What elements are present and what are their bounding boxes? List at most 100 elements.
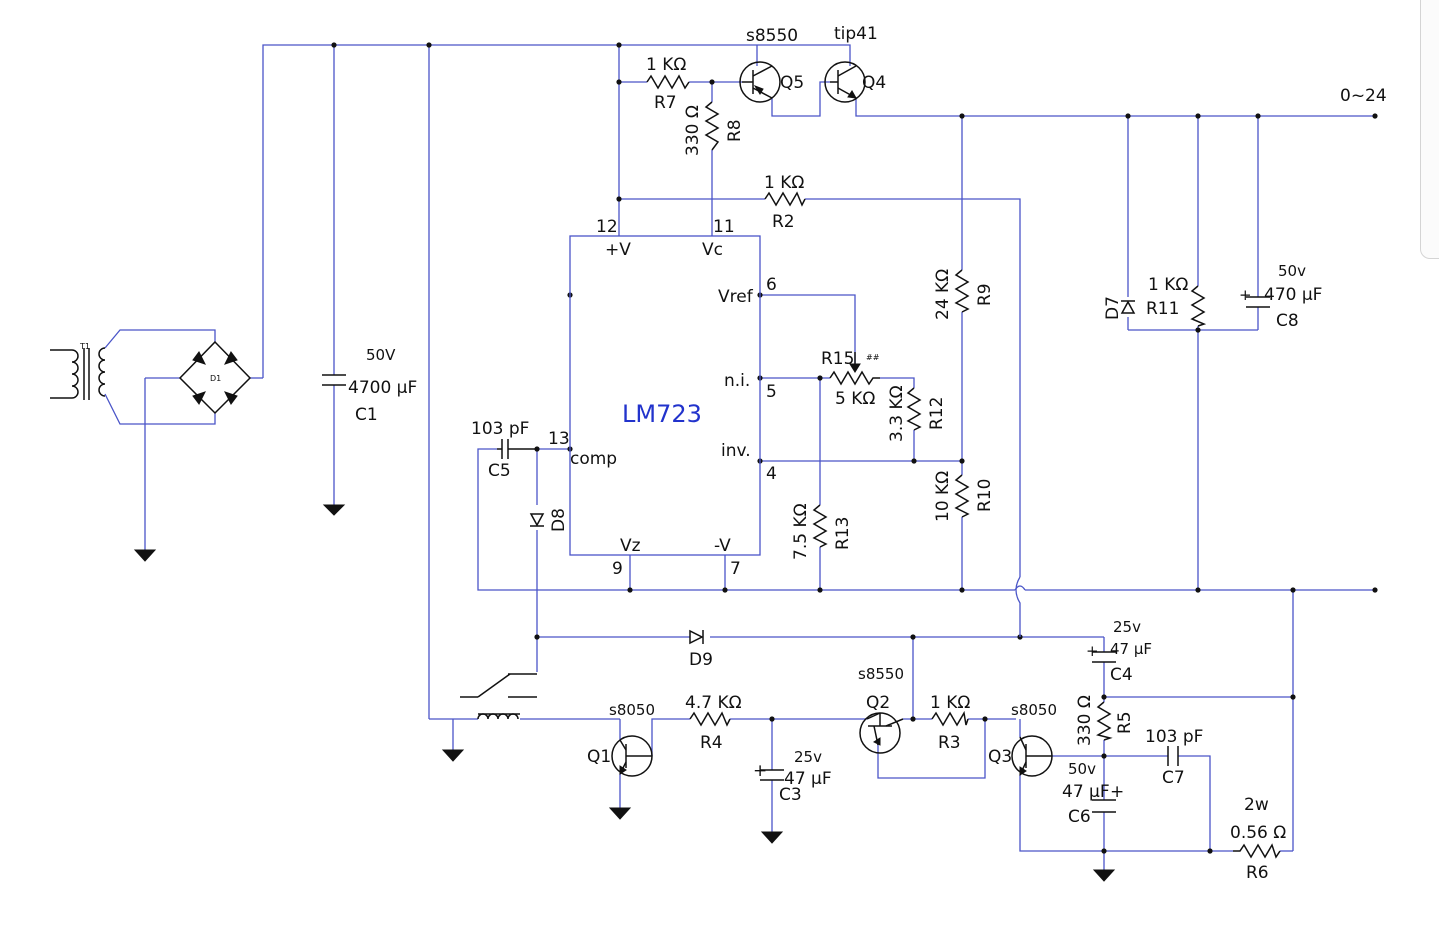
r9-value: 24 KΩ: [933, 269, 953, 320]
d1-ref: D1: [210, 374, 221, 383]
c8-value: 470 µF: [1264, 285, 1322, 305]
c7-value: 103 pF: [1145, 727, 1203, 747]
c6-plus: +: [1110, 782, 1124, 802]
resistor-r6: 2w 0.56 Ω R6: [1230, 795, 1286, 883]
resistor-r10: 10 KΩ R10: [933, 471, 995, 522]
d7-ref: D7: [1103, 296, 1123, 320]
diode-d8: D8: [529, 508, 569, 532]
c6-voltage: 50v: [1068, 760, 1096, 778]
r3-value: 1 KΩ: [930, 693, 970, 713]
diode-d7: D7: [1103, 296, 1136, 320]
r11-ref: R11: [1146, 299, 1179, 319]
r15-value: 5 KΩ: [835, 389, 875, 409]
resistor-r11: 1 KΩ R11: [1146, 275, 1207, 327]
transistor-q1: s8050 Q1: [587, 701, 655, 777]
r15-ref: R15: [821, 349, 854, 369]
pin-4-number: 4: [766, 464, 777, 484]
pin-plus-v: +V: [605, 240, 631, 260]
q5-ref: Q5: [780, 73, 804, 93]
c8-voltage: 50v: [1278, 262, 1306, 280]
side-panel-edge[interactable]: [1420, 0, 1439, 259]
resistor-r12: 3.3 KΩ R12: [887, 385, 947, 442]
resistor-r7: 1 KΩ R7: [646, 55, 690, 113]
r7-ref: R7: [654, 93, 677, 113]
resistor-r13: 7.5 KΩ R13: [791, 503, 853, 560]
c6-ref: C6: [1068, 807, 1091, 827]
c3-ref: C3: [779, 785, 802, 805]
resistor-r8: 330 Ω R8: [683, 101, 745, 156]
pin-11-number: 11: [713, 217, 735, 237]
c4-ref: C4: [1110, 665, 1133, 685]
q4-ref: Q4: [862, 73, 886, 93]
pin-ni: n.i.: [724, 371, 750, 391]
r10-value: 10 KΩ: [933, 471, 953, 522]
q2-part: s8550: [858, 665, 904, 683]
d9-ref: D9: [689, 650, 713, 670]
q1-ref: Q1: [587, 747, 611, 767]
resistor-r2: 1 KΩ R2: [764, 173, 806, 232]
pin-minus-v: -V: [714, 536, 731, 556]
capacitor-c3: 25v + 47 µF C3: [753, 748, 832, 805]
r10-ref: R10: [975, 479, 995, 512]
pin-comp: comp: [570, 449, 617, 469]
r8-value: 330 Ω: [683, 105, 703, 156]
ic-name: LM723: [622, 400, 702, 428]
relay: [460, 673, 537, 720]
wire-crossover-vertical: [1015, 576, 1021, 637]
r2-value: 1 KΩ: [764, 173, 804, 193]
transistor-q3: s8050 Q3: [988, 701, 1057, 777]
c1-value: 4700 µF: [348, 378, 417, 398]
c4-plus: +: [1086, 642, 1099, 660]
r4-value: 4.7 KΩ: [685, 693, 742, 713]
c1-ref: C1: [355, 405, 378, 425]
pin-9-number: 9: [612, 559, 623, 579]
pin-vc: Vc: [702, 240, 723, 260]
c5-ref: C5: [488, 461, 511, 481]
pin-12-number: 12: [596, 217, 618, 237]
capacitor-c6: 50v 47 µF + C6: [1062, 760, 1124, 827]
pin-vref: Vref: [718, 287, 754, 307]
c3-voltage: 25v: [794, 748, 822, 766]
pin-vz: Vz: [620, 536, 641, 556]
r9-ref: R9: [975, 283, 995, 306]
capacitor-c1: 50V 4700 µF C1: [322, 346, 417, 425]
diode-d9: D9: [689, 629, 713, 670]
q3-ref: Q3: [988, 747, 1012, 767]
potentiometer-r15: R15 ## 5 KΩ: [821, 349, 880, 409]
capacitor-c7: 103 pF C7: [1145, 727, 1203, 788]
resistor-r4: 4.7 KΩ R4: [685, 693, 742, 753]
r2-ref: R2: [772, 212, 795, 232]
r13-ref: R13: [833, 517, 853, 550]
junctions: [331, 42, 1378, 854]
c1-voltage: 50V: [366, 346, 396, 364]
c4-value: 47 µF: [1110, 640, 1152, 658]
pin-5-number: 5: [766, 382, 777, 402]
r13-value: 7.5 KΩ: [791, 503, 811, 560]
pin-inv: inv.: [721, 441, 751, 461]
c8-ref: C8: [1276, 311, 1299, 331]
pin-7-number: 7: [730, 559, 741, 579]
r6-power: 2w: [1244, 795, 1269, 815]
q1-part: s8050: [609, 701, 655, 719]
r8-ref: R8: [725, 119, 745, 142]
c6-value: 47 µF: [1062, 782, 1110, 802]
r5-ref: R5: [1115, 711, 1135, 734]
transistor-q5: s8550 Q5: [739, 26, 804, 103]
q2-ref: Q2: [866, 693, 890, 713]
c3-value: 47 µF: [784, 769, 832, 789]
ic-lm723: LM723 12 11 +V Vc 6 Vref n.i. 5 inv. 4 1…: [548, 217, 777, 579]
c4-voltage: 25v: [1113, 618, 1141, 636]
r6-ref: R6: [1246, 863, 1269, 883]
capacitor-c4: 25v + 47 µF C4: [1086, 618, 1152, 685]
resistor-r3: 1 KΩ R3: [930, 693, 970, 753]
capacitor-c8: 50v + 470 µF C8: [1239, 262, 1322, 331]
r6-value: 0.56 Ω: [1230, 823, 1286, 843]
transistor-q4: tip41 Q4: [824, 24, 886, 103]
pin-13-number: 13: [548, 429, 570, 449]
transistor-q2: s8550 Q2: [858, 665, 904, 754]
t1-ref: T1: [79, 342, 90, 351]
bridge-rectifier-d1: D1: [178, 340, 252, 415]
d8-ref: D8: [549, 508, 569, 532]
c7-ref: C7: [1162, 768, 1185, 788]
r12-ref: R12: [927, 397, 947, 430]
